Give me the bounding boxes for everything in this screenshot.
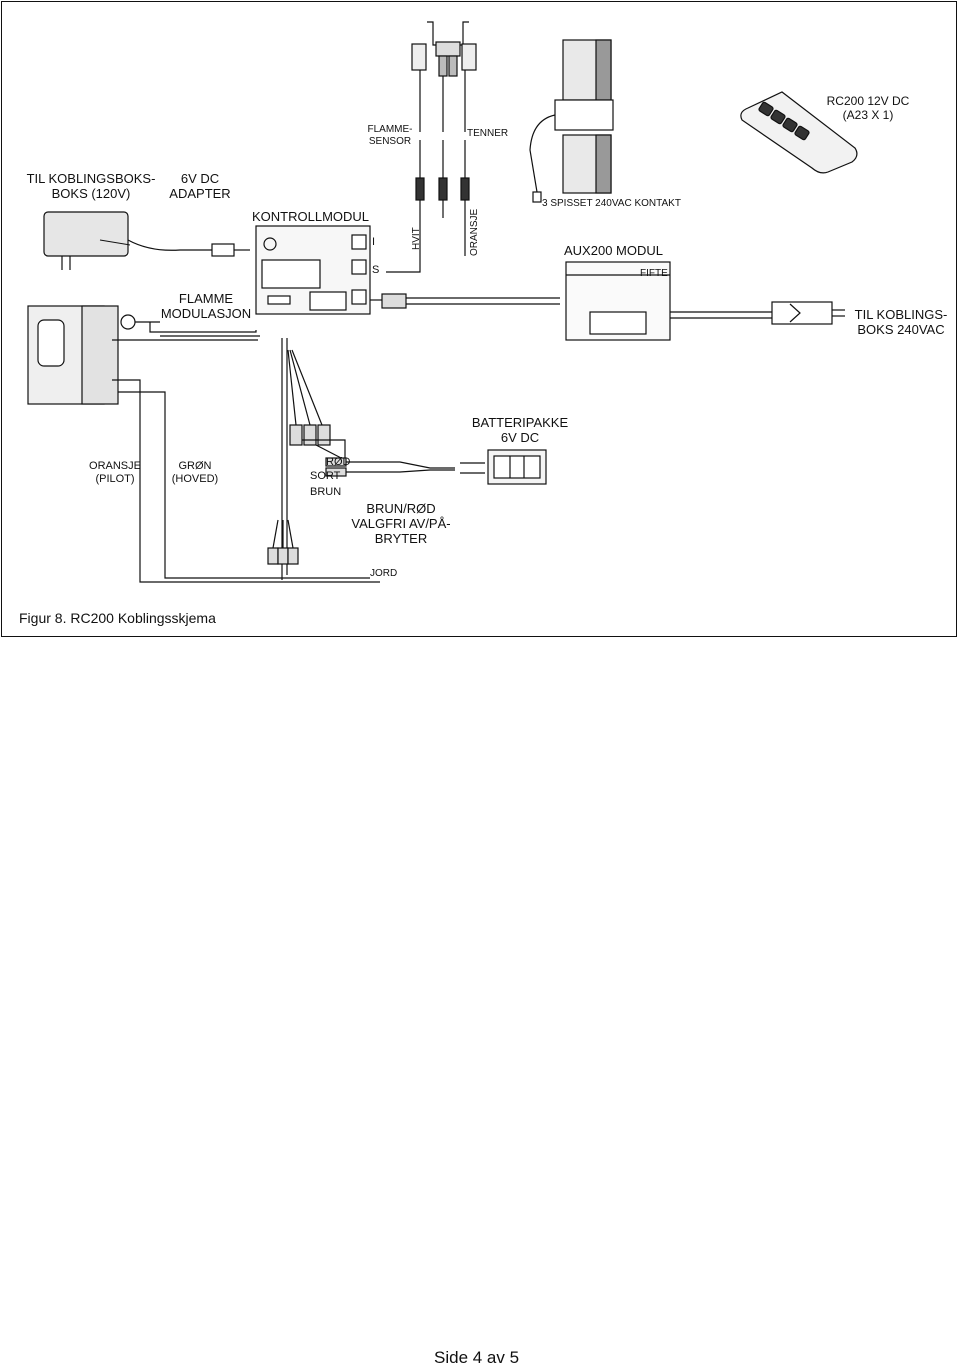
oransje-vertical-label: ORANSJE [469,208,480,256]
igniter-sensor-icon [386,21,477,273]
flame-sensor-label: FLAMME- SENSOR [367,124,413,147]
flame-modulation-label: FLAMME MODULASJON [160,291,252,321]
control-module-label: KONTROLLMODUL [252,209,370,224]
switch-label: BRUN/RØD VALGFRI AV/PÅ- BRYTER [351,501,451,546]
battery-pack-icon [487,449,547,485]
remote-label: RC200 12V DC (A23 X 1) [826,94,910,122]
wiring-diagram [27,21,858,583]
aux-module-label: AUX200 MODUL [564,243,663,258]
jord-label: JORD [370,568,398,579]
page-footer: Side 4 av 5 [434,1348,520,1367]
junction-box-icon [529,39,614,203]
fifte-label: FIFTE [640,268,668,279]
gron-hoved-label: GRØN (HOVED) [171,460,219,485]
battery-pack-label: BATTERIPAKKE 6V DC [471,415,569,445]
terminal-i-label: I [372,236,376,248]
diagram-frame [1,1,957,637]
sort-label: SORT [310,470,341,482]
gas-valve-icon [27,305,260,405]
terminal-s-label: S [372,264,380,276]
ac-adapter-icon [43,211,250,270]
three-prong-label: 3 SPISSET 240VAC KONTAKT [542,198,681,209]
oransje-pilot-label: ORANSJE (PILOT) [89,460,141,485]
figure-caption: Figur 8. RC200 Koblingsskjema [19,610,216,626]
junction-120-label: TIL KOBLINGSBOKS- BOKS (120V) [26,171,156,201]
control-module-icon [255,225,371,315]
aux-module-icon [565,261,790,341]
junction-240-label: TIL KOBLINGS- BOKS 240VAC [854,307,948,337]
remote-control-icon [740,91,858,174]
adapter-label: 6V DC ADAPTER [169,171,231,201]
igniter-label: TENNER [467,128,509,139]
plug-icon [771,301,845,325]
brun-label: BRUN [310,486,342,498]
rod-label: RØD [326,456,351,468]
hvit-label: HVIT [411,227,422,250]
